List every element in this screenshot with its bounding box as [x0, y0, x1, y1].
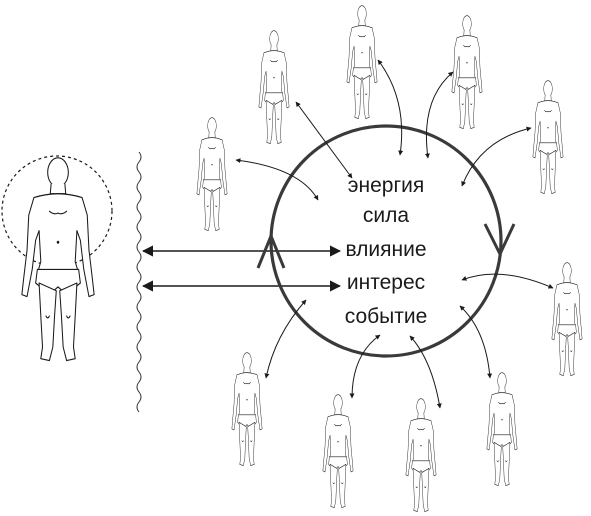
label-influence: влияние [345, 238, 426, 261]
person-icon [21, 157, 95, 362]
label-interest: интерес [347, 271, 425, 294]
person-icon [196, 117, 228, 231]
label-list: энергия сила влияние интерес событие [345, 174, 428, 328]
person-icon [451, 15, 483, 129]
person-icon [346, 5, 378, 119]
person-icon [486, 372, 518, 486]
person-icon [258, 30, 290, 144]
connector-arrows [235, 59, 554, 409]
label-force: сила [363, 204, 409, 227]
person-icon [231, 352, 263, 466]
chevron-up-icon [256, 232, 286, 269]
person-icon [551, 262, 583, 376]
main-person [1, 155, 113, 362]
wave-line [136, 151, 142, 413]
label-energy: энергия [348, 174, 424, 197]
person-icon [405, 398, 437, 512]
chevron-down-icon [483, 223, 516, 258]
person-icon [322, 394, 354, 508]
person-icon [532, 80, 564, 194]
label-event: событие [345, 305, 428, 328]
